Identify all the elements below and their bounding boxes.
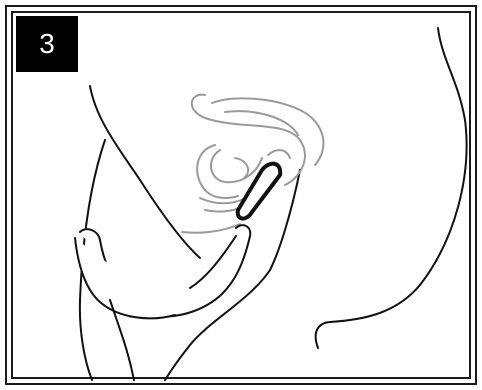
tampon-applicator (238, 164, 280, 219)
step-number: 3 (39, 28, 55, 60)
buttock-contour (316, 28, 467, 348)
fingers (75, 238, 175, 318)
index-finger (160, 225, 250, 316)
hand (75, 225, 250, 380)
step-number-badge: 3 (16, 16, 78, 72)
